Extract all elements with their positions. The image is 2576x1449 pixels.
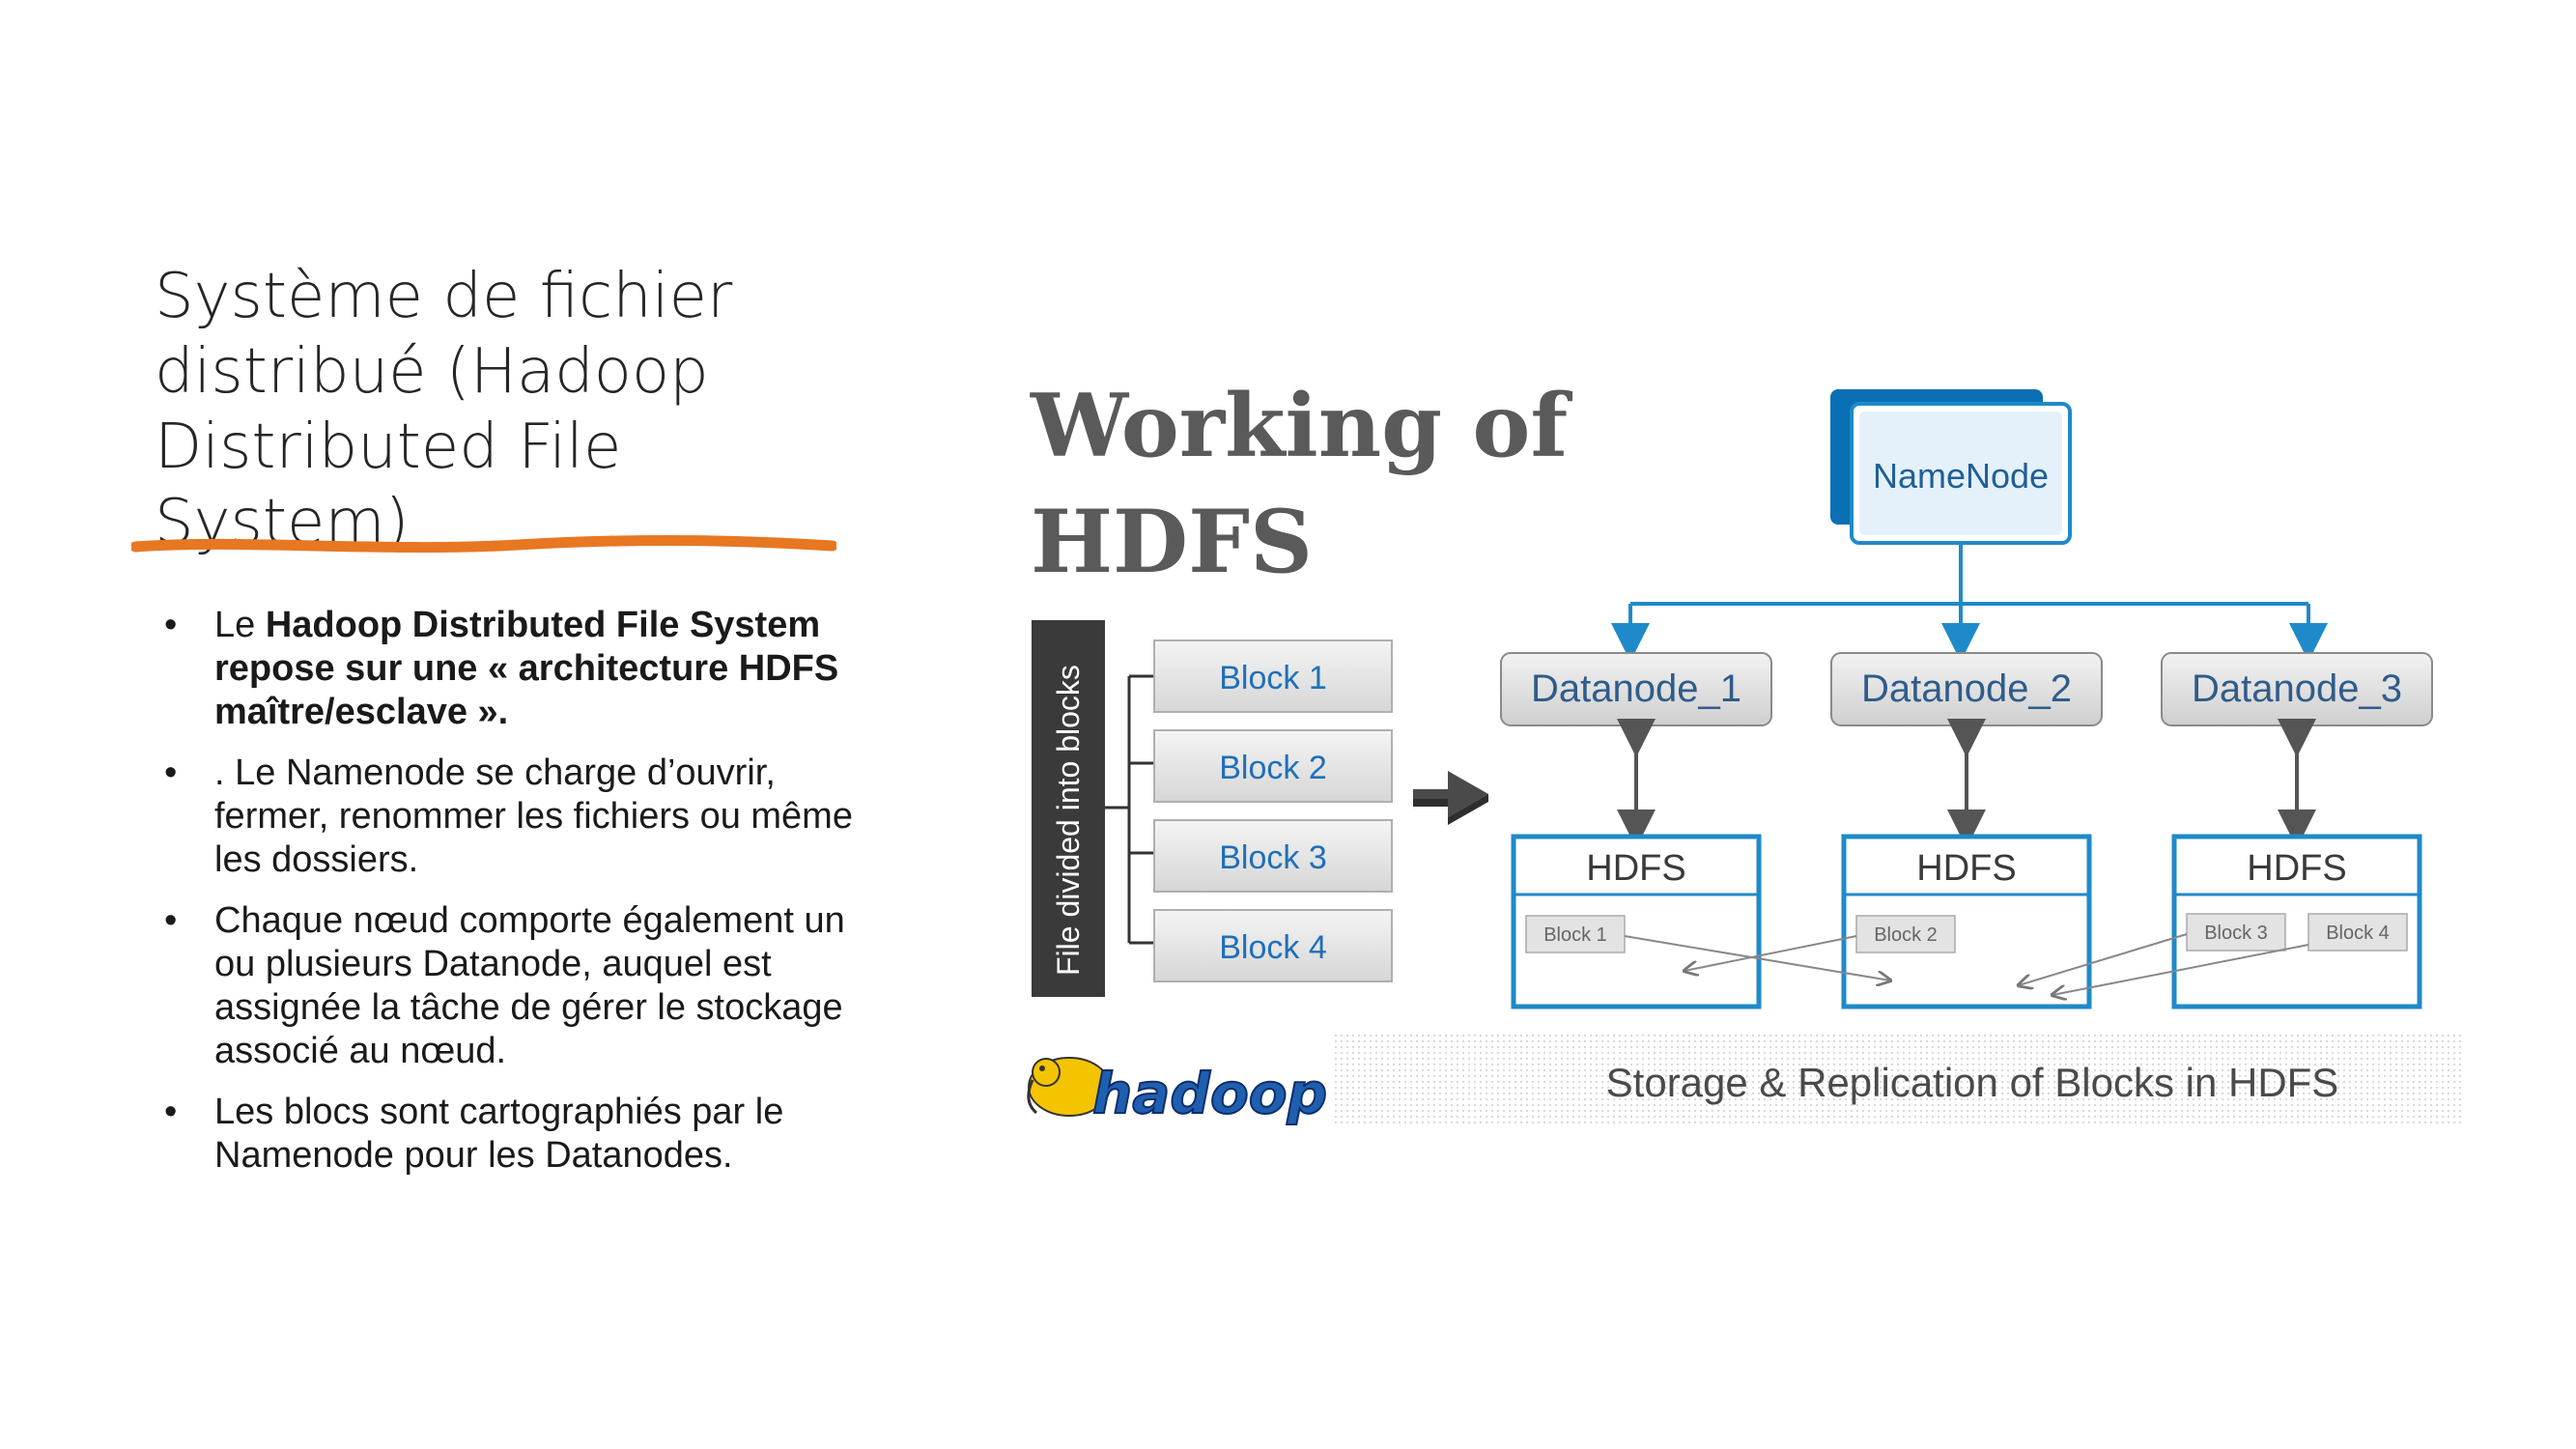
diagram-heading-line2: HDFS <box>1031 491 1313 593</box>
svg-text:Block 4: Block 4 <box>1219 929 1327 966</box>
svg-text:Datanode_2: Datanode_2 <box>1861 668 2072 710</box>
block-4: Block 4 <box>1153 909 1393 982</box>
bullet-item: . Le Namenode se charge d’ouvrir, fermer… <box>164 752 860 882</box>
svg-text:Block 3: Block 3 <box>1219 839 1327 876</box>
replication-arrows <box>1624 933 2309 995</box>
svg-text:Datanode_1: Datanode_1 <box>1531 668 1741 710</box>
datanode-2: Datanode_2 <box>1830 652 2103 726</box>
bullet-bold-text: Hadoop Distributed File System repose su… <box>214 605 839 732</box>
right-arrow-icon <box>1413 771 1488 817</box>
block-bracket <box>1105 674 1154 945</box>
namenode-box: NameNode <box>1830 389 2072 545</box>
slide-title: Système de fichier distribué (Hadoop Dis… <box>155 261 733 558</box>
hdfs-box-3: HDFS Block 3 Block 4 <box>2171 834 2422 1009</box>
file-bar <box>1032 620 1105 997</box>
svg-text:Block 1: Block 1 <box>1219 660 1327 696</box>
block-3: Block 3 <box>1153 819 1393 893</box>
svg-text:Block 3: Block 3 <box>2204 923 2268 944</box>
datanode-1: Datanode_1 <box>1500 652 1772 726</box>
svg-text:HDFS: HDFS <box>1916 848 2016 889</box>
hadoop-logo-text: hadoop <box>1092 1061 1327 1126</box>
block-2: Block 2 <box>1153 729 1393 803</box>
title-accent-underline <box>131 534 836 554</box>
caption-strip <box>1333 1034 2463 1125</box>
diagram-caption: Storage & Replication of Blocks in HDFS <box>1606 1060 2339 1105</box>
svg-text:Block 4: Block 4 <box>2326 923 2390 944</box>
hdfs-box-2: HDFS Block 2 <box>1841 834 2092 1009</box>
bullet-item: Le Hadoop Distributed File System repose… <box>164 604 860 734</box>
namenode-connectors <box>1611 543 2328 662</box>
svg-text:NameNode: NameNode <box>1873 456 2049 496</box>
diagram-heading-line1: Working of <box>1030 375 1572 477</box>
svg-text:Block 2: Block 2 <box>1874 924 1938 946</box>
datanode-hdfs-links <box>1617 719 2316 848</box>
file-bar-label: File divided into blocks <box>1051 665 1086 976</box>
svg-text:HDFS: HDFS <box>2247 848 2346 889</box>
bullet-item: Les blocs sont cartographiés par le Name… <box>164 1091 860 1178</box>
block-1: Block 1 <box>1153 639 1393 713</box>
datanode-3: Datanode_3 <box>2161 652 2433 726</box>
bullet-list: Le Hadoop Distributed File System repose… <box>164 604 860 1195</box>
hdfs-box-1: HDFS Block 1 <box>1511 834 1762 1009</box>
svg-text:Block 1: Block 1 <box>1543 924 1607 946</box>
svg-text:Datanode_3: Datanode_3 <box>2192 668 2402 710</box>
svg-text:HDFS: HDFS <box>1586 848 1685 889</box>
bullet-item: Chaque nœud comporte également un ou plu… <box>164 899 860 1073</box>
hadoop-logo: hadoop <box>1027 1057 1328 1127</box>
svg-text:Block 2: Block 2 <box>1219 750 1327 786</box>
hdfs-diagram: Working of HDFS File divided into blocks… <box>1027 375 2463 1127</box>
